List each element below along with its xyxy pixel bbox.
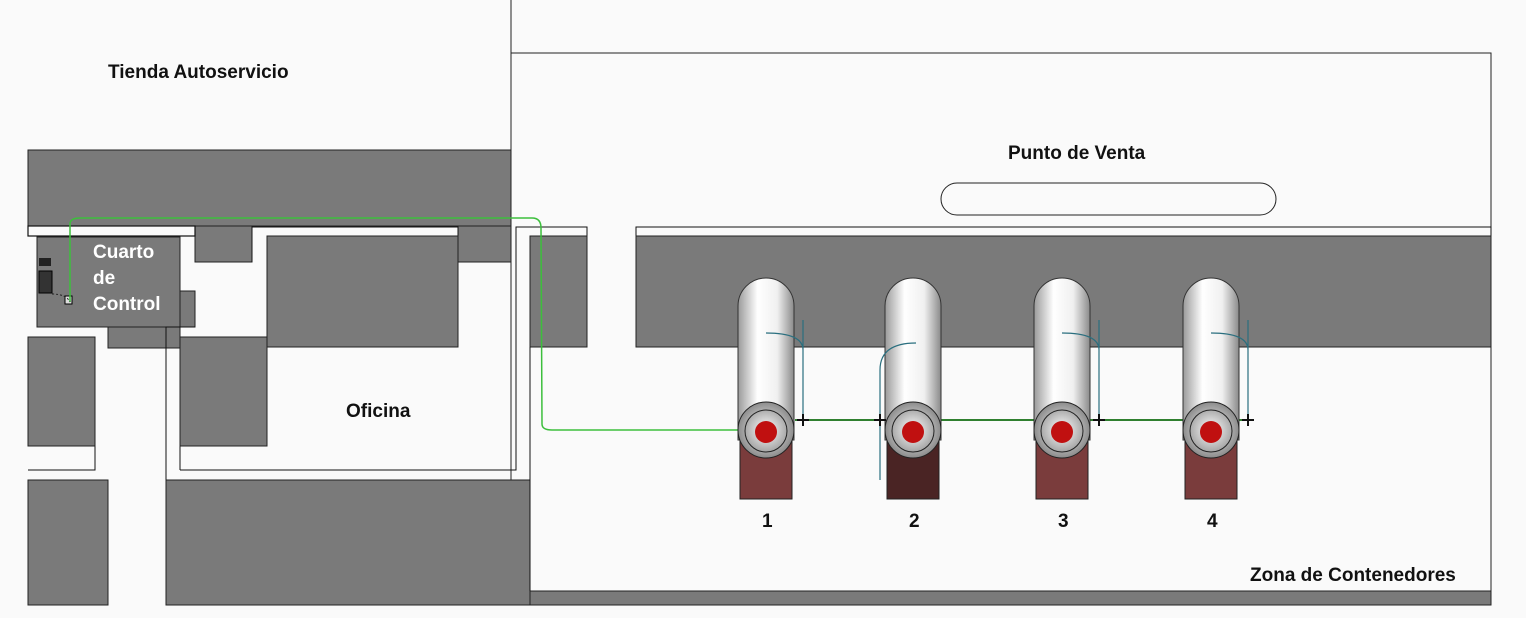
tank-number-label: 4 <box>1207 511 1218 532</box>
control-room-label-3: Control <box>93 294 161 315</box>
valve-icon <box>1051 421 1073 443</box>
pipe-fitting-icon <box>1242 414 1254 426</box>
point-of-sale-counter <box>940 182 1277 216</box>
tank-body <box>1182 277 1240 441</box>
point-of-sale-label: Punto de Venta <box>1008 143 1146 164</box>
tank-body <box>884 277 942 441</box>
control-panel <box>38 258 73 305</box>
control-room-label-1: Cuarto <box>93 242 154 263</box>
tank-body <box>1033 277 1091 441</box>
pipe-fitting-icon <box>797 414 809 426</box>
office-label: Oficina <box>346 401 411 422</box>
tank-pipe <box>879 342 917 480</box>
control-room <box>36 236 181 328</box>
valve-icon <box>902 421 924 443</box>
tank-number-label: 1 <box>762 511 773 532</box>
pipe-fitting-icon <box>1093 414 1105 426</box>
tank-pipe <box>1210 320 1249 425</box>
tank-number-label: 2 <box>909 511 920 532</box>
tank-number-label: 3 <box>1058 511 1069 532</box>
tanks: 1 2 3 4 <box>737 277 1254 532</box>
tank-body <box>737 277 795 441</box>
valve-icon <box>1200 421 1222 443</box>
control-room-label-2: de <box>93 268 115 289</box>
tank-pipe <box>1061 320 1100 425</box>
tank-4: 4 <box>1182 277 1254 532</box>
pipe-fitting-icon <box>874 414 886 426</box>
tank-ring <box>1189 409 1233 453</box>
building-walls <box>27 0 1492 606</box>
tank-ring <box>891 409 935 453</box>
tank-pipe <box>765 320 804 425</box>
tank-1: 1 <box>737 277 809 532</box>
store-label: Tienda Autoservicio <box>108 62 289 83</box>
tank-2: 2 <box>874 277 942 532</box>
container-zone-label: Zona de Contenedores <box>1250 565 1456 586</box>
gas-pipeline <box>51 217 1250 431</box>
valve-icon <box>755 421 777 443</box>
tank-3: 3 <box>1033 277 1105 532</box>
tank-ring <box>744 409 788 453</box>
tank-ring <box>1040 409 1084 453</box>
